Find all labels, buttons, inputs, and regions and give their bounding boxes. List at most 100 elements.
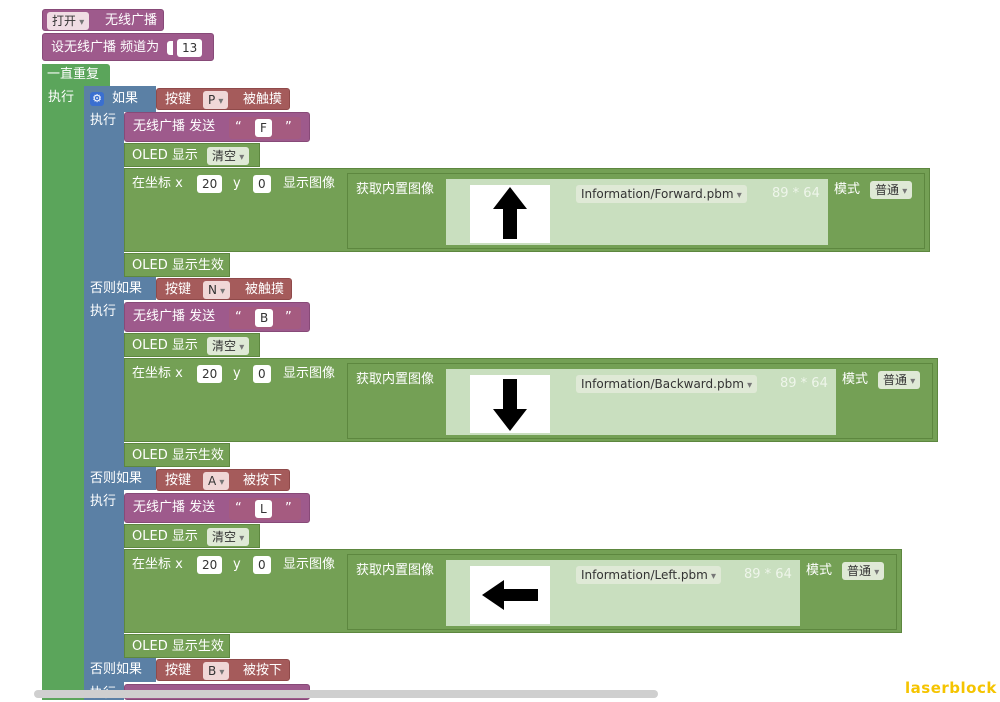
y-input[interactable]: 0 — [253, 365, 271, 383]
gear-icon[interactable]: ⚙ — [90, 92, 104, 106]
oled-clear-block[interactable]: OLED 显示 清空 — [124, 333, 260, 357]
else-if-label-2: 否则如果 — [90, 471, 143, 486]
mode-dropdown[interactable]: 普通 — [842, 562, 885, 580]
forever-label: 一直重复 — [47, 67, 100, 82]
oled-image-block[interactable]: 在坐标 x 20 y 0 显示图像 获取内置图像 Information/Bac… — [124, 358, 938, 442]
size-label: 89 * 64 — [780, 376, 828, 391]
button-label: 按键 — [165, 92, 192, 107]
text-input[interactable]: B — [255, 309, 274, 327]
quote-close: ” — [285, 501, 292, 516]
forever-loop-block[interactable] — [42, 64, 84, 700]
else-if-label-3: 否则如果 — [90, 662, 143, 677]
coord-x-label: 在坐标 x — [132, 557, 183, 572]
forever-loop-header — [42, 64, 110, 86]
image-dropdown[interactable]: Information/Forward.pbm — [576, 185, 747, 203]
oled-apply-block[interactable]: OLED 显示生效 — [124, 443, 230, 467]
radio-send-block[interactable]: 无线广播 发送 “ F ” — [124, 112, 310, 142]
text-literal-block[interactable]: “ F ” — [229, 117, 301, 139]
arrow-up-icon — [493, 187, 527, 239]
button-condition-block[interactable]: 按键 A 被按下 — [156, 469, 290, 491]
size-label: 89 * 64 — [772, 186, 820, 201]
oled-clear-block[interactable]: OLED 显示 清空 — [124, 143, 260, 167]
if-label: 如果 — [112, 91, 139, 106]
if-block[interactable] — [84, 86, 124, 700]
button-dropdown[interactable]: N — [203, 281, 231, 299]
else-if-do-label-1: 执行 — [90, 304, 117, 319]
radio-send-label: 无线广播 发送 — [133, 119, 216, 134]
button-label: 按键 — [165, 282, 192, 297]
clear-dropdown[interactable]: 清空 — [207, 147, 250, 165]
radio-send-block[interactable]: 无线广播 发送 “ L ” — [124, 493, 310, 523]
image-dropdown[interactable]: Information/Backward.pbm — [576, 375, 758, 393]
oled-clear-block[interactable]: OLED 显示 清空 — [124, 524, 260, 548]
image-dropdown[interactable]: Information/Left.pbm — [576, 566, 722, 584]
clear-dropdown[interactable]: 清空 — [207, 528, 250, 546]
set-channel-block[interactable]: 设无线广播 频道为 13 — [42, 33, 214, 61]
button-condition-block[interactable]: 按键 B 被按下 — [156, 659, 290, 681]
get-image-label: 获取内置图像 — [356, 182, 435, 197]
image-panel: Information/Forward.pbm 89 * 64 — [446, 179, 828, 245]
y-input[interactable]: 0 — [253, 556, 271, 574]
clear-dropdown[interactable]: 清空 — [207, 337, 250, 355]
mode-label: 模式 — [834, 182, 861, 197]
else-if-do-label-2: 执行 — [90, 494, 117, 509]
radio-send-block[interactable]: 无线广播 发送 “ B ” — [124, 302, 310, 332]
button-dropdown[interactable]: A — [203, 472, 230, 490]
radio-on-block[interactable]: 打开 无线广播 — [42, 9, 164, 31]
mode-dropdown[interactable]: 普通 — [870, 181, 913, 199]
oled-apply-block[interactable]: OLED 显示生效 — [124, 634, 230, 658]
get-image-block[interactable]: 获取内置图像 Information/Backward.pbm 89 * 64 … — [347, 363, 933, 439]
radio-send-label: 无线广播 发送 — [133, 309, 216, 324]
text-literal-block[interactable]: “ B ” — [229, 307, 301, 329]
horizontal-scrollbar[interactable] — [34, 690, 658, 698]
oled-show-label: OLED 显示 — [132, 529, 198, 544]
else-if-header-3 — [84, 658, 156, 682]
oled-image-block[interactable]: 在坐标 x 20 y 0 显示图像 获取内置图像 Information/For… — [124, 168, 930, 252]
image-panel: Information/Left.pbm 89 * 64 — [446, 560, 800, 626]
button-event: 被按下 — [243, 473, 283, 488]
oled-show-label: OLED 显示 — [132, 338, 198, 353]
oled-show-label: OLED 显示 — [132, 148, 198, 163]
else-if-header-2 — [84, 466, 156, 490]
mode-dropdown[interactable]: 普通 — [878, 371, 921, 389]
on-off-dropdown[interactable]: 打开 — [47, 12, 90, 30]
button-label: 按键 — [165, 663, 192, 678]
coord-x-label: 在坐标 x — [132, 176, 183, 191]
quote-open: “ — [235, 501, 242, 516]
radio-send-label: 无线广播 发送 — [133, 500, 216, 515]
quote-open: “ — [235, 310, 242, 325]
mode-label: 模式 — [806, 563, 833, 578]
quote-open: “ — [235, 120, 242, 135]
oled-apply-label: OLED 显示生效 — [132, 639, 224, 654]
image-preview — [470, 375, 550, 433]
arrow-left-icon — [482, 580, 538, 610]
get-image-label: 获取内置图像 — [356, 563, 435, 578]
button-dropdown[interactable]: B — [203, 662, 230, 680]
if-do-label: 执行 — [90, 113, 117, 128]
show-image-label: 显示图像 — [283, 557, 336, 572]
x-input[interactable]: 20 — [197, 175, 223, 193]
oled-apply-label: OLED 显示生效 — [132, 448, 224, 463]
y-label: y — [233, 366, 241, 381]
text-input[interactable]: F — [255, 119, 272, 137]
button-event: 被触摸 — [245, 282, 285, 297]
button-condition-block[interactable]: 按键 N 被触摸 — [156, 278, 292, 300]
coord-x-label: 在坐标 x — [132, 366, 183, 381]
y-label: y — [233, 557, 241, 572]
oled-apply-block[interactable]: OLED 显示生效 — [124, 253, 230, 277]
channel-input[interactable]: 13 — [177, 39, 203, 57]
text-literal-block[interactable]: “ L ” — [229, 498, 301, 520]
show-image-label: 显示图像 — [283, 176, 336, 191]
loop-do-label: 执行 — [48, 90, 75, 105]
y-input[interactable]: 0 — [253, 175, 271, 193]
get-image-block[interactable]: 获取内置图像 Information/Forward.pbm 89 * 64 模… — [347, 173, 925, 249]
arrow-down-icon — [493, 379, 527, 431]
get-image-block[interactable]: 获取内置图像 Information/Left.pbm 89 * 64 模式 普… — [347, 554, 897, 630]
button-dropdown[interactable]: P — [203, 91, 229, 109]
x-input[interactable]: 20 — [197, 365, 223, 383]
x-input[interactable]: 20 — [197, 556, 223, 574]
button-condition-block[interactable]: 按键 P 被触摸 — [156, 88, 290, 110]
text-input[interactable]: L — [255, 500, 272, 518]
get-image-label: 获取内置图像 — [356, 372, 435, 387]
oled-image-block[interactable]: 在坐标 x 20 y 0 显示图像 获取内置图像 Information/Lef… — [124, 549, 902, 633]
